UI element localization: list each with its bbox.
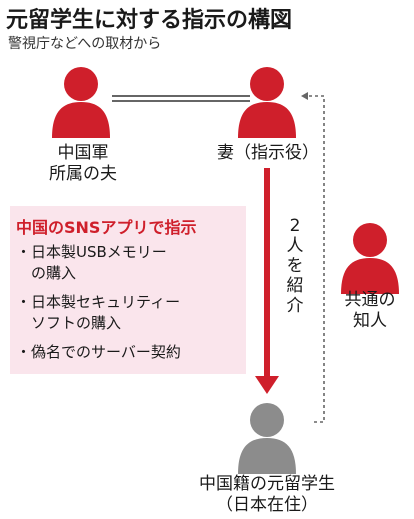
husband-person-icon	[52, 67, 110, 138]
wife-label: 妻（指示役）	[217, 143, 319, 163]
instruction-item-usb: ・日本製USBメモリー の購入	[16, 243, 167, 282]
instruction-box-title: 中国のSNSアプリで指示	[16, 218, 197, 237]
introduction-label: 2 人 を 紹 介	[284, 212, 306, 320]
instruction-arrowhead	[255, 376, 279, 394]
wife-person-icon	[238, 67, 296, 138]
instruction-box: 中国のSNSアプリで指示 ・日本製USBメモリー の購入 ・日本製セキュリティー…	[10, 206, 246, 374]
page-subtitle: 警視庁などへの取材から	[8, 36, 162, 52]
page-title: 元留学生に対する指示の構図	[6, 8, 293, 33]
instruction-item-security-software: ・日本製セキュリティー ソフトの購入	[16, 293, 181, 332]
husband-label: 中国軍 所属の夫	[49, 143, 117, 184]
acquaintance-person-icon	[341, 223, 399, 294]
instruction-item-server: ・偽名でのサーバー契約	[16, 343, 181, 361]
student-person-icon	[238, 403, 296, 474]
student-label: 中国籍の元留学生 （日本在住）	[199, 474, 335, 515]
acquaintance-label: 共通の 知人	[344, 290, 396, 331]
